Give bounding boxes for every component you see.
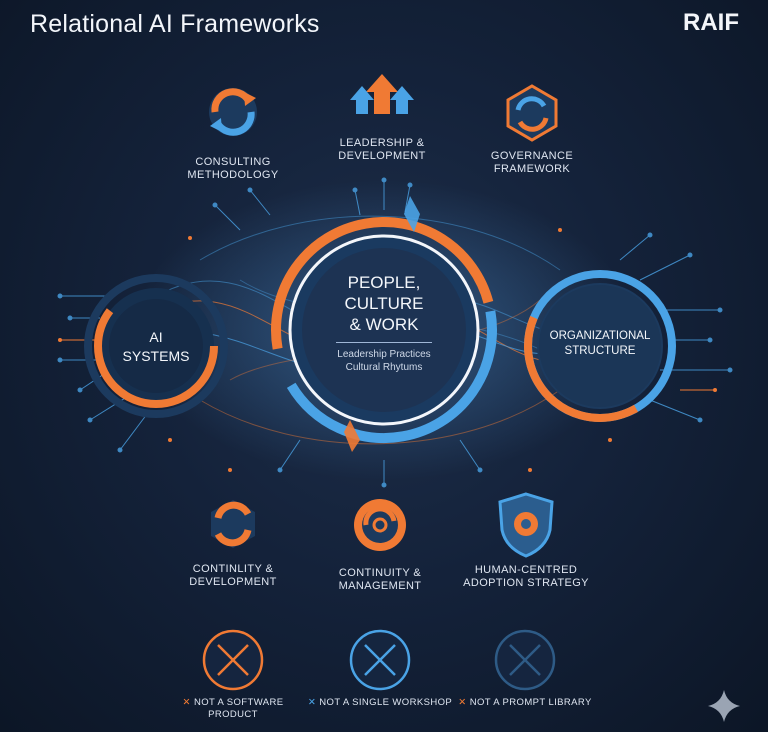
bottom-label-continlity: CONTINLITY & DEVELOPMENT — [189, 563, 277, 588]
brand-logo-text: RAIF — [683, 9, 739, 36]
page-title: Relational AI Frameworks — [30, 10, 320, 38]
hub-ai-systems: AI SYSTEMS — [122, 329, 190, 364]
divider — [336, 342, 432, 343]
not-single-workshop: ✕ NOT A SINGLE WORKSHOP — [307, 697, 453, 708]
top-label-governance: GOVERNANCE FRAMEWORK — [490, 150, 574, 175]
not-prompt-library: ✕ NOT A PROMPT LIBRARY — [458, 697, 592, 708]
not-software-product: ✕ NOT A SOFTWARE PRODUCT — [182, 697, 284, 720]
top-label-consulting: CONSULTING METHODOLOGY — [187, 156, 279, 181]
hub-people-culture-work: PEOPLE, CULTURE & WORK Leadership Practi… — [336, 273, 432, 373]
bottom-label-human-centred: HUMAN-CENTRED ADOPTION STRATEGY — [463, 564, 589, 589]
hub-organizational-structure: ORGANIZATIONAL STRUCTURE — [549, 330, 651, 357]
bottom-label-continuity: CONTINUITY & MANAGEMENT — [338, 567, 422, 592]
top-label-leadership: LEADERSHIP & DEVELOPMENT — [338, 137, 426, 162]
